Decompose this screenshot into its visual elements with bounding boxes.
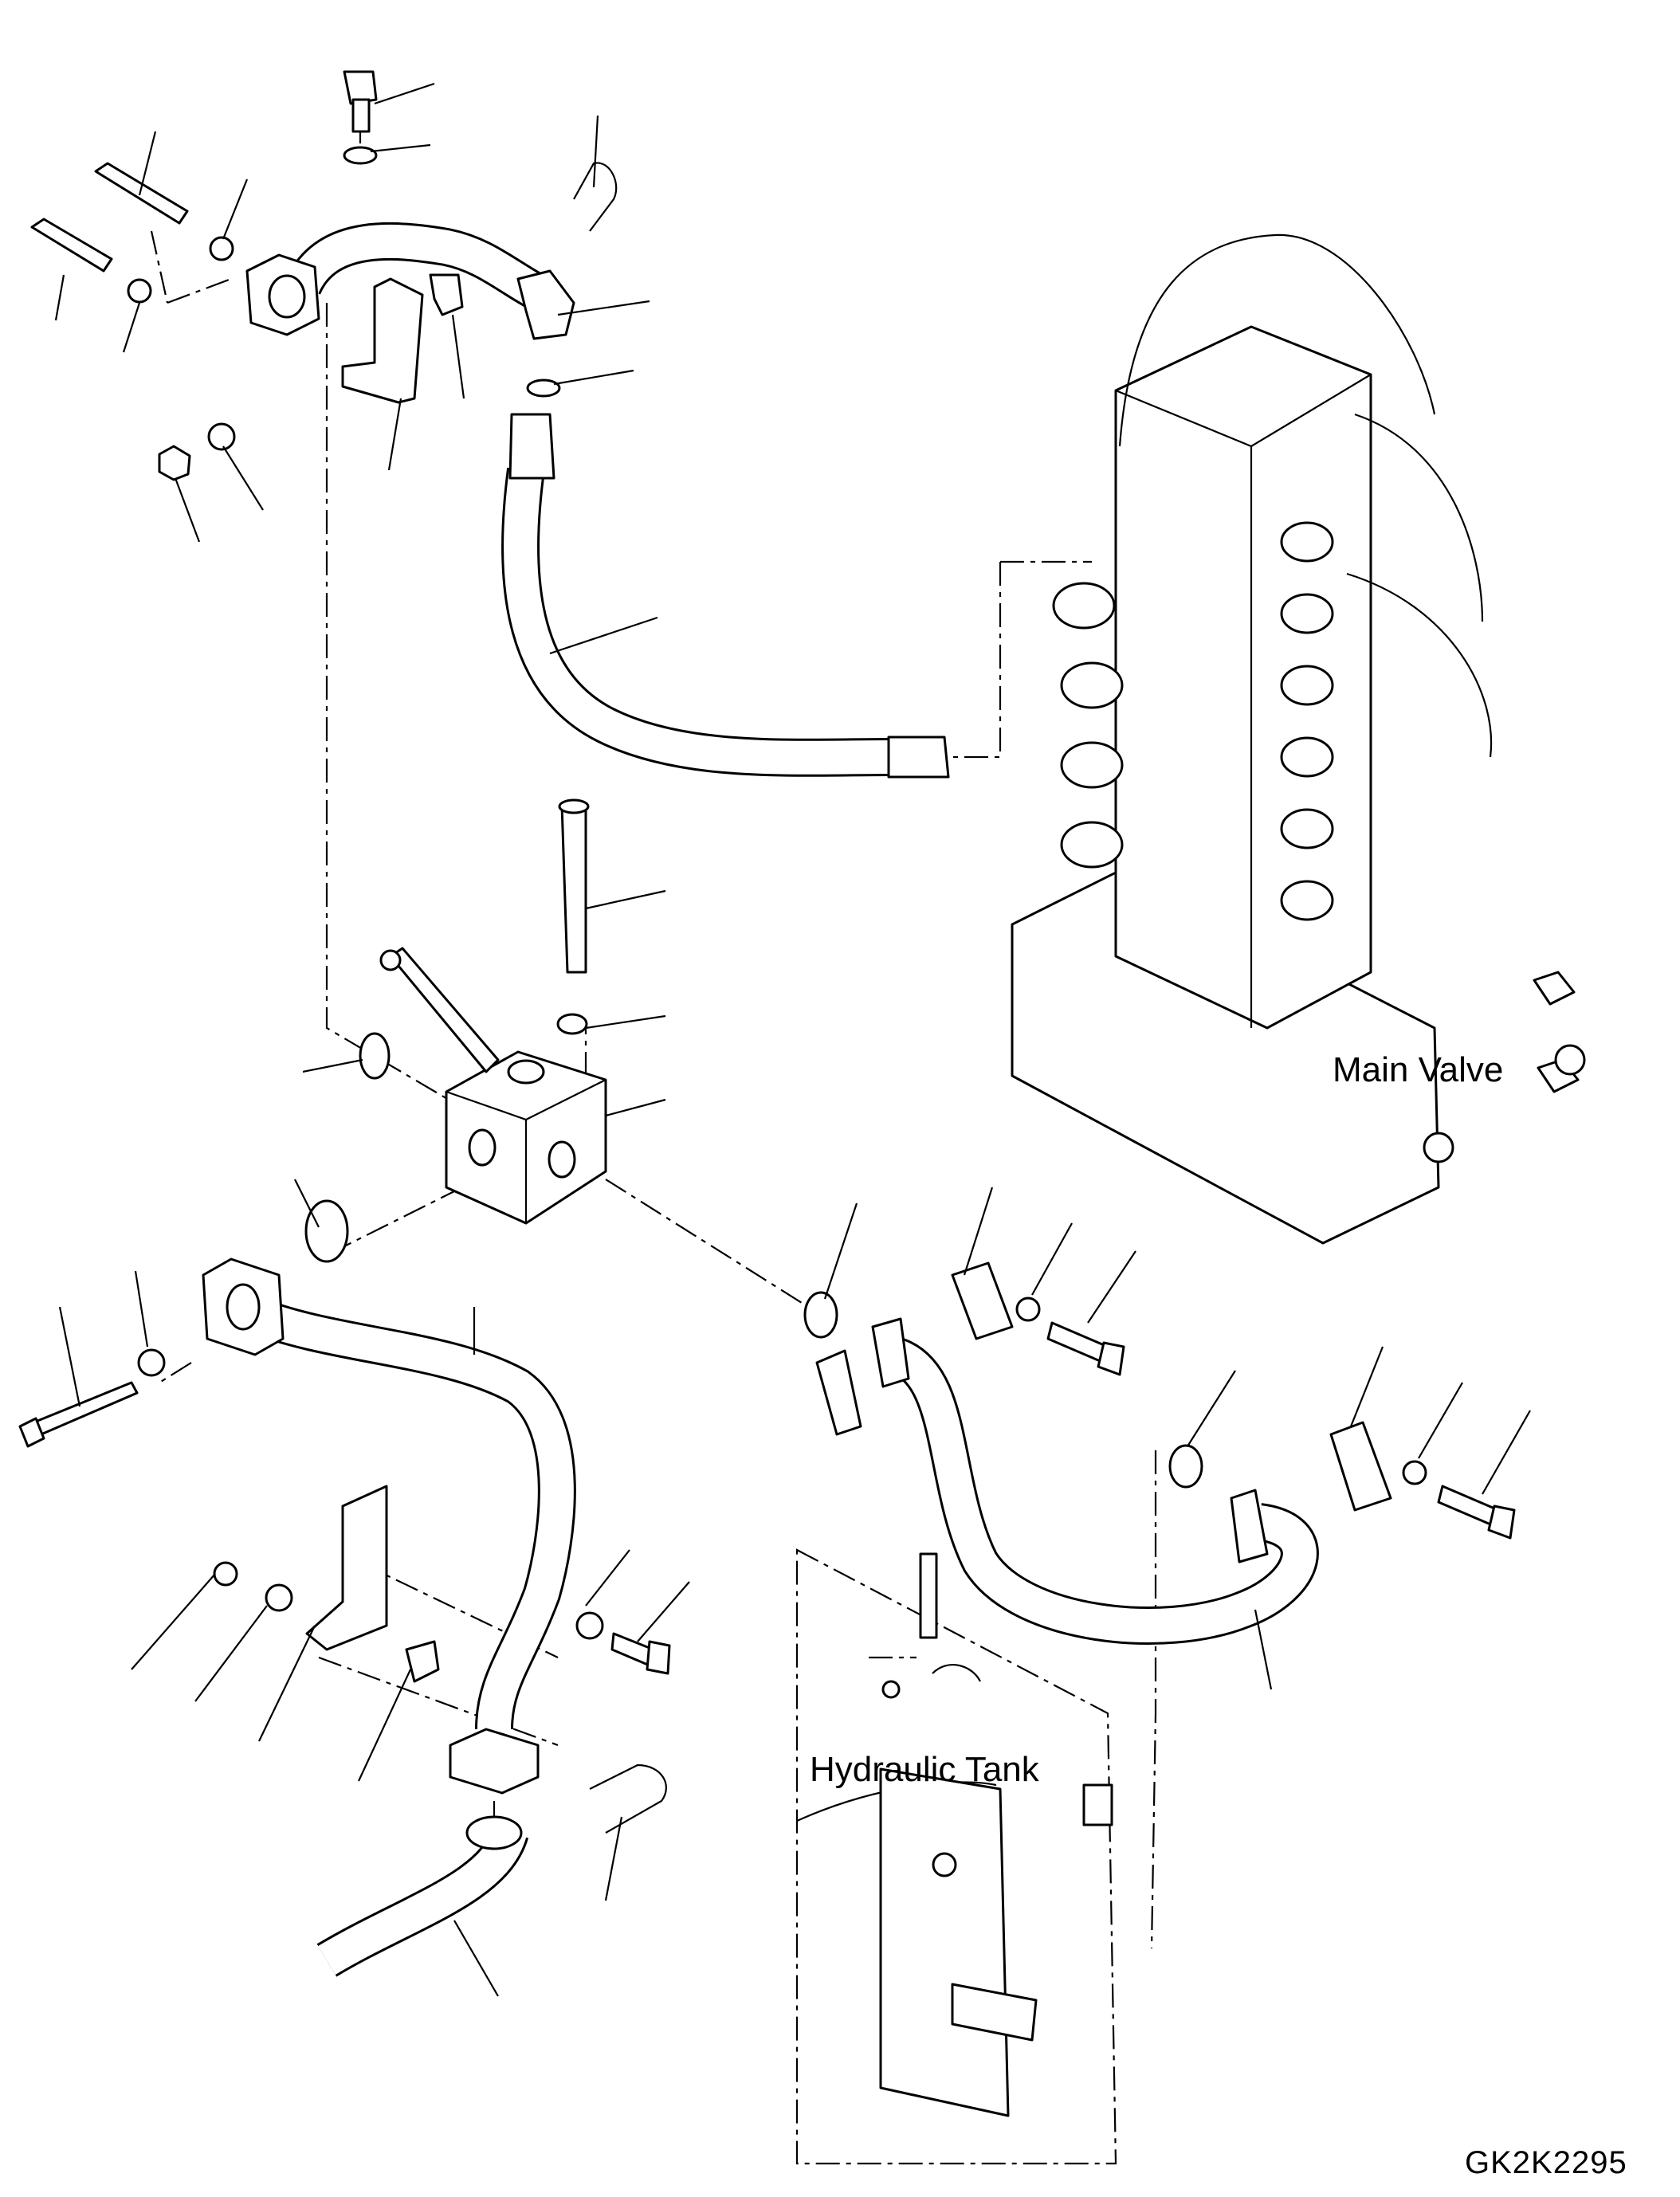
valve-block-assembly xyxy=(304,798,838,1339)
upper-pipe-assembly xyxy=(30,70,618,481)
hose-to-main-valve xyxy=(501,413,950,779)
hydraulic-tank-label: Hydraulic Tank xyxy=(810,1750,1039,1789)
centerlines xyxy=(150,120,1157,1949)
lower-right-pipe-assembly xyxy=(815,1261,1516,1645)
drawing-code: GK2K2295 xyxy=(1465,2145,1627,2180)
main-valve-label: Main Valve xyxy=(1333,1050,1504,1089)
hydraulic-tank xyxy=(795,1548,1117,2165)
main-valve xyxy=(1011,233,1586,1245)
leader-lines xyxy=(54,82,1531,1997)
lower-left-pipe-assembly xyxy=(18,1257,671,1977)
